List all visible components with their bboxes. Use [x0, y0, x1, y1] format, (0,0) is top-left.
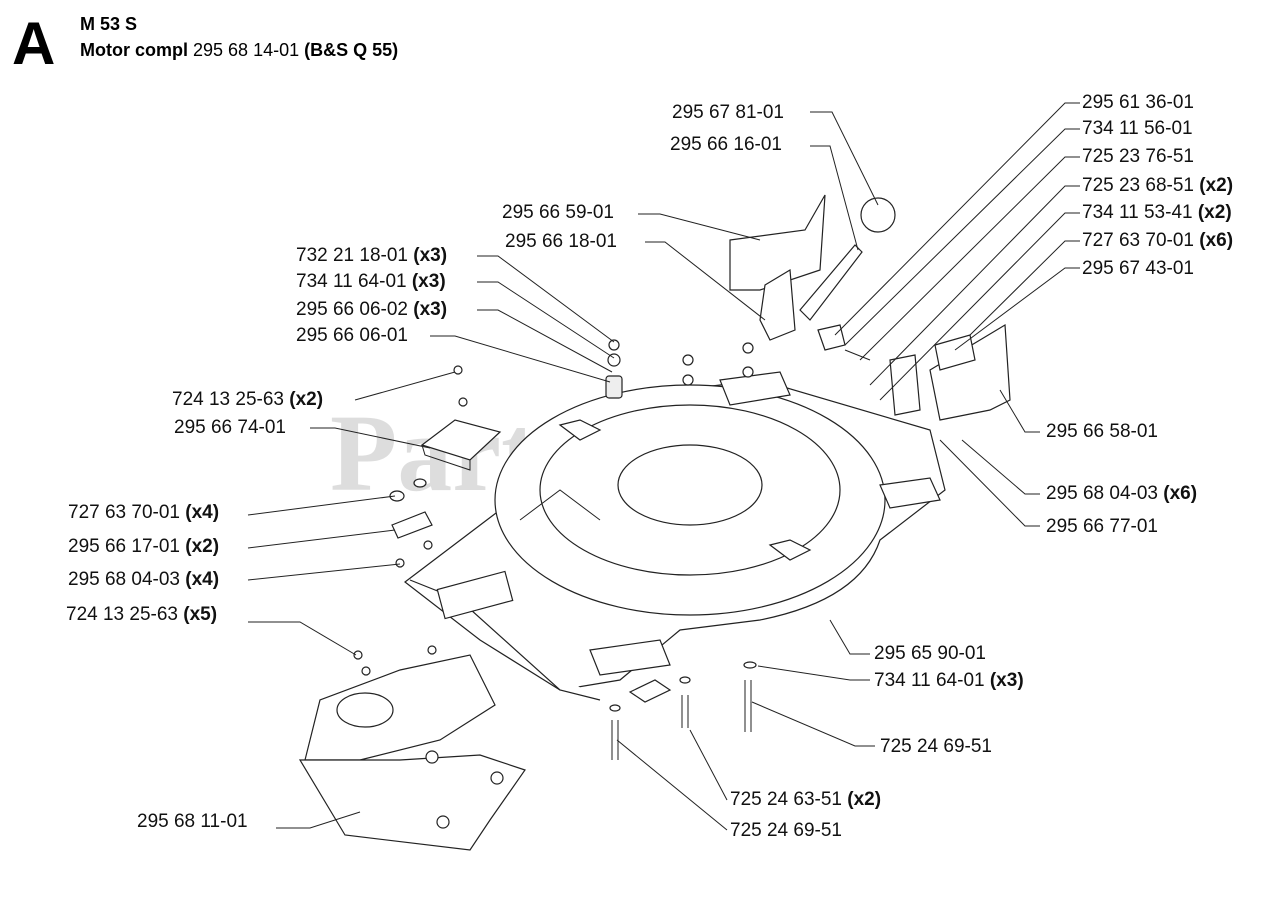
part-label: 295 66 17-01 (x2) [68, 536, 219, 557]
part-label: 725 23 68-51 (x2) [1082, 175, 1233, 196]
part-label: 727 63 70-01 (x6) [1082, 230, 1233, 251]
section-letter: A [12, 10, 56, 77]
subtitle-bold: Motor compl [80, 40, 188, 60]
part-label: 725 24 69-51 [880, 736, 992, 757]
part-label: 295 61 36-01 [1082, 92, 1194, 113]
small-cover-plate [420, 419, 502, 471]
part-label: 734 11 56-01 [1082, 118, 1193, 139]
part-label: 734 11 64-01 (x3) [874, 670, 1024, 691]
deck-housing [404, 371, 946, 701]
part-labels: 295 67 81-01 295 66 16-01 295 66 59-01 2… [66, 92, 1233, 841]
part-label: 295 66 06-01 [296, 325, 408, 346]
rear-bracket [889, 323, 1011, 421]
assembly-subtitle: Motor compl 295 68 14-01 (B&S Q 55) [80, 40, 398, 61]
part-label: 724 13 25-63 (x5) [66, 604, 217, 625]
part-label: 725 24 63-51 (x2) [730, 789, 881, 810]
part-label: 295 68 04-03 (x4) [68, 569, 219, 590]
part-label: 295 67 43-01 [1082, 258, 1194, 279]
subtitle-number: 295 68 14-01 [193, 40, 300, 60]
part-label: 295 66 59-01 [502, 202, 614, 223]
part-label: 727 63 70-01 (x4) [68, 502, 219, 523]
part-label: 295 66 06-02 (x3) [296, 299, 447, 320]
part-label: 295 66 16-01 [670, 134, 782, 155]
part-label: 295 66 77-01 [1046, 516, 1158, 537]
model-title: M 53 S [80, 14, 138, 34]
part-label: 295 65 90-01 [874, 643, 986, 664]
part-label: 295 66 18-01 [505, 231, 617, 252]
part-label: 295 66 58-01 [1046, 421, 1158, 442]
bolts-bottom [609, 661, 757, 760]
height-adjust-bracket [729, 194, 896, 361]
part-label: 295 67 81-01 [672, 102, 784, 123]
part-label: 295 68 04-03 (x6) [1046, 483, 1197, 504]
rear-flap-cover [298, 654, 526, 851]
leader-lines [247, 102, 1080, 831]
part-label: 734 11 53-41 (x2) [1082, 202, 1232, 223]
part-label: 724 13 25-63 (x2) [172, 389, 323, 410]
subtitle-engine: (B&S Q 55) [304, 40, 399, 60]
part-label: 725 24 69-51 [730, 820, 842, 841]
part-label: 734 11 64-01 (x3) [296, 271, 446, 292]
part-label: 732 21 18-01 (x3) [296, 245, 447, 266]
part-label: 725 23 76-51 [1082, 146, 1194, 167]
part-label: 295 68 11-01 [137, 811, 248, 832]
part-label: 295 66 74-01 [174, 417, 286, 438]
